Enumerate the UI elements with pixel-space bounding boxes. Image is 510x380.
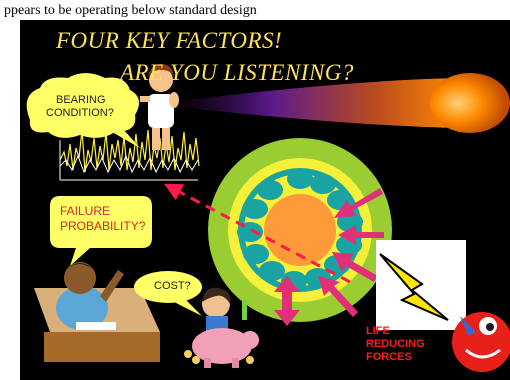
- vibration-waveform: [59, 129, 200, 181]
- slide-artwork: [26, 64, 510, 372]
- failure-callout: [50, 196, 152, 266]
- bearing-bubble-line2: CONDITION?: [46, 107, 114, 119]
- forces-line3: FORCES: [366, 351, 412, 363]
- lightning-panel: [376, 240, 466, 330]
- title-line-2: ARE YOU LISTENING?: [120, 60, 354, 85]
- title-line-1: FOUR KEY FACTORS!: [56, 28, 283, 53]
- forces-line1: LIFE: [366, 325, 390, 337]
- force-arrows: [274, 188, 384, 326]
- lightning-icon: [379, 253, 449, 321]
- failure-callout-text: FAILURE PROBABILITY?: [60, 204, 145, 234]
- cost-bubble-text: COST?: [154, 280, 191, 292]
- bearing-bubble: [26, 73, 140, 148]
- listening-person-figure: [140, 64, 179, 150]
- bearing-bubble-line1: BEARING: [56, 94, 106, 106]
- bearing-bubble-text: BEARING CONDITION?: [46, 94, 114, 120]
- comet-graphic: [170, 73, 510, 133]
- failure-callout-line2: PROBABILITY?: [60, 219, 146, 233]
- bearing-diagram: [208, 138, 392, 322]
- student-figure: [34, 262, 160, 362]
- piggy-bank-figure: [184, 287, 259, 368]
- failure-callout-line1: FAILURE: [60, 204, 111, 218]
- slide-stage: FOUR KEY FACTORS! ARE YOU LISTENING? BEA…: [20, 20, 510, 380]
- red-character-figure: [452, 312, 510, 372]
- life-reducing-forces-label: LIFE REDUCING FORCES: [366, 325, 446, 364]
- forces-line2: REDUCING: [366, 338, 425, 350]
- caption-text: ppears to be operating below standard de…: [4, 3, 257, 18]
- caption-bar: ppears to be operating below standard de…: [0, 0, 510, 22]
- cost-bubble: [134, 271, 202, 316]
